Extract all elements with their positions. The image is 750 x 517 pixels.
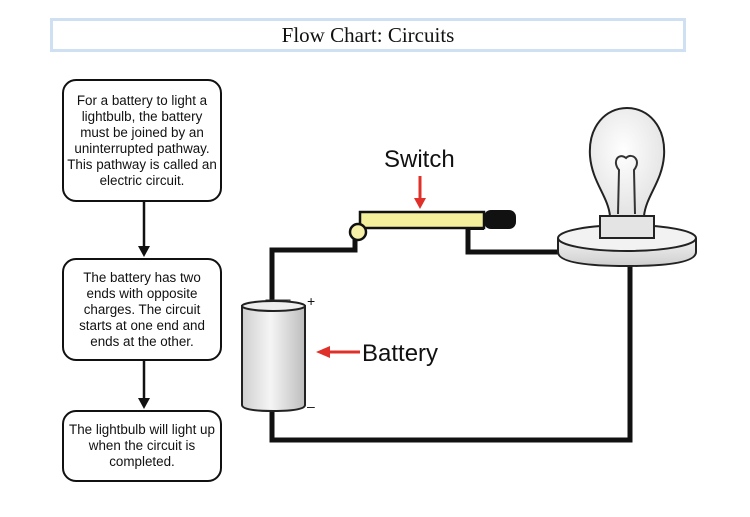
- switch-label: Switch: [384, 146, 455, 173]
- flow-step-2: The battery has two ends with opposite c…: [62, 258, 222, 361]
- flow-arrow-1: [138, 202, 150, 257]
- negative-terminal-label: –: [307, 398, 315, 414]
- battery-pointer-arrow: [316, 346, 360, 358]
- battery-icon: [241, 299, 306, 413]
- title-bar: Flow Chart: Circuits: [50, 18, 686, 52]
- lightbulb-icon: [557, 106, 697, 268]
- battery-label: Battery: [362, 340, 439, 367]
- switch-pointer-arrow: [414, 176, 426, 209]
- flow-arrow-2: [138, 361, 150, 409]
- circuit-wires: [269, 229, 633, 443]
- positive-terminal-label: +: [307, 293, 316, 309]
- flow-step-1: For a battery to light a lightbulb, the …: [62, 79, 222, 202]
- flow-step-3: The lightbulb will light up when the cir…: [62, 410, 222, 482]
- page-title: Flow Chart: Circuits: [281, 22, 455, 47]
- switch: [348, 210, 516, 242]
